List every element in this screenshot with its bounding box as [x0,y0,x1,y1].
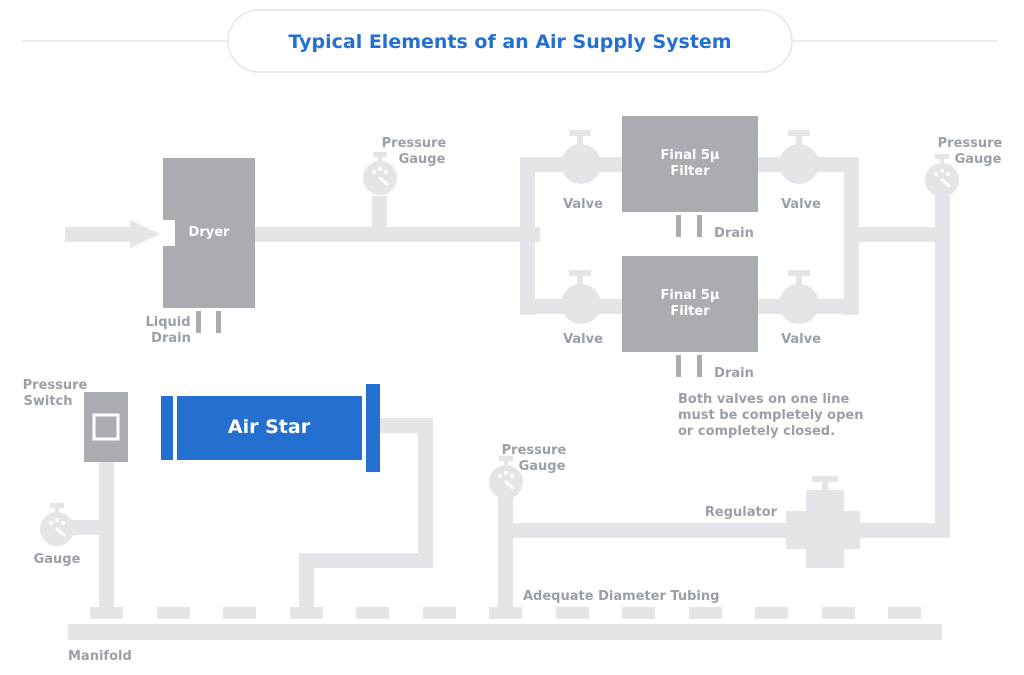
filter-label-1: Final 5μ [661,148,720,163]
pressure-gauge-label-2: Gauge [955,152,1002,167]
filter-label-1: Final 5μ [661,288,720,303]
pressure-gauge-label-2: Gauge [399,152,446,167]
regulator-label: Regulator [705,505,778,520]
drain-label-bottom: Drain [714,366,754,381]
pressure-gauge-icon [925,154,959,197]
regulator [786,476,860,568]
air-star-label: Air Star [228,416,311,438]
valve-icon [779,270,819,324]
drain-label-top: Drain [714,226,754,241]
filter-label-2: Filter [670,164,710,179]
note-line-1: Both valves on one line [678,392,850,407]
valve-label: Valve [781,197,821,212]
pressure-gauge-icon [363,152,397,195]
dryer: Dryer [163,158,255,333]
valve-icon [561,130,601,184]
pressure-gauge-label-1: Pressure [502,443,567,458]
final-filter-top: Final 5μ Filter [622,116,758,237]
manifold-label: Manifold [68,649,132,664]
note-line-3: or completely closed. [678,424,835,439]
final-filter-bottom: Final 5μ Filter [622,256,758,377]
gauge-label: Gauge [34,552,81,567]
pipes [65,157,950,640]
pressure-switch [84,392,128,462]
valve-label: Valve [563,332,603,347]
pressure-gauge-label-2: Gauge [519,459,566,474]
liquid-drain-pipe [196,311,201,333]
manifold-bar [68,624,942,640]
page-title: Typical Elements of an Air Supply System [288,31,731,53]
gauge-icon [40,503,74,546]
pressure-gauge-label-1: Pressure [382,136,447,151]
liquid-drain-pipe [216,311,221,333]
filter-label-2: Filter [670,304,710,319]
dryer-label: Dryer [189,225,230,240]
valve-icon [779,130,819,184]
air-star: Air Star [161,384,380,472]
note-line-2: must be completely open [678,408,864,423]
pressure-switch-label-2: Switch [23,394,72,409]
title-pill [227,9,793,73]
pressure-gauge-icon [489,456,523,499]
valve-icon [561,270,601,324]
liquid-drain-label-2: Drain [151,331,191,346]
liquid-drain-label-1: Liquid [145,315,190,330]
tubing-label: Adequate Diameter Tubing [523,589,719,604]
pressure-gauge-label-1: Pressure [938,136,1003,151]
valve-label: Valve [781,332,821,347]
pressure-switch-label-1: Pressure [23,378,88,393]
valve-label: Valve [563,197,603,212]
